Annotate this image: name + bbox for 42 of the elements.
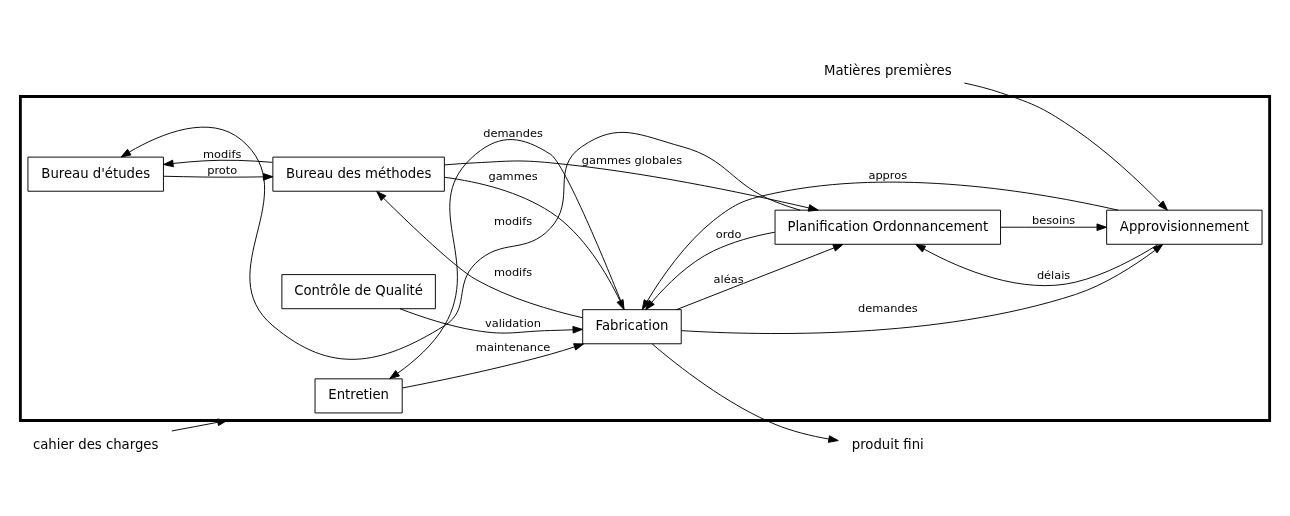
node-box: Bureau des méthodes bbox=[272, 156, 445, 192]
edge-label: gammes bbox=[488, 168, 538, 183]
node-text: cahier des charges bbox=[32, 436, 159, 452]
arrow bbox=[915, 243, 1159, 286]
node-box: Approvisionnement bbox=[1106, 209, 1263, 245]
node-box: Bureau d'études bbox=[27, 156, 164, 192]
node-box: Contrôle de Qualité bbox=[281, 273, 436, 309]
arrow bbox=[389, 138, 625, 379]
node-box: Planification Ordonnancement bbox=[774, 209, 1002, 245]
arrow bbox=[401, 342, 585, 388]
arrow bbox=[376, 190, 584, 318]
edge-label: modifs bbox=[493, 264, 533, 279]
arrow bbox=[443, 176, 625, 310]
arrow bbox=[163, 172, 274, 181]
arrow bbox=[443, 160, 819, 212]
edge-label: proto bbox=[207, 162, 238, 177]
arrow bbox=[651, 342, 839, 443]
edge-label: modifs bbox=[493, 213, 533, 228]
node-box: Entretien bbox=[314, 377, 403, 413]
cluster bbox=[18, 94, 1272, 422]
edge-label: demandes bbox=[858, 300, 918, 315]
arrow bbox=[399, 307, 583, 334]
arrow bbox=[963, 82, 1168, 211]
arrow bbox=[681, 243, 1164, 334]
edge-label: besoins bbox=[1031, 212, 1076, 227]
node-box: Fabrication bbox=[582, 308, 682, 344]
edge-label: modifs bbox=[203, 146, 242, 161]
edge-label: délais bbox=[1036, 267, 1071, 282]
edge-label: gammes globales bbox=[581, 152, 683, 167]
arrow bbox=[1000, 222, 1107, 231]
arrow bbox=[120, 126, 801, 360]
edge-label: maintenance bbox=[475, 339, 551, 354]
arrow bbox=[171, 418, 228, 431]
arrow bbox=[163, 159, 273, 167]
node-text: produit fini bbox=[851, 436, 924, 452]
arrow bbox=[676, 243, 844, 310]
edge-label: appros bbox=[868, 167, 908, 182]
edge-label: validation bbox=[485, 315, 542, 330]
edge-label: ordo bbox=[715, 226, 742, 241]
edge-label: demandes bbox=[483, 125, 543, 140]
edge-label: aléas bbox=[713, 271, 744, 286]
node-text: Matières premières bbox=[823, 62, 952, 78]
